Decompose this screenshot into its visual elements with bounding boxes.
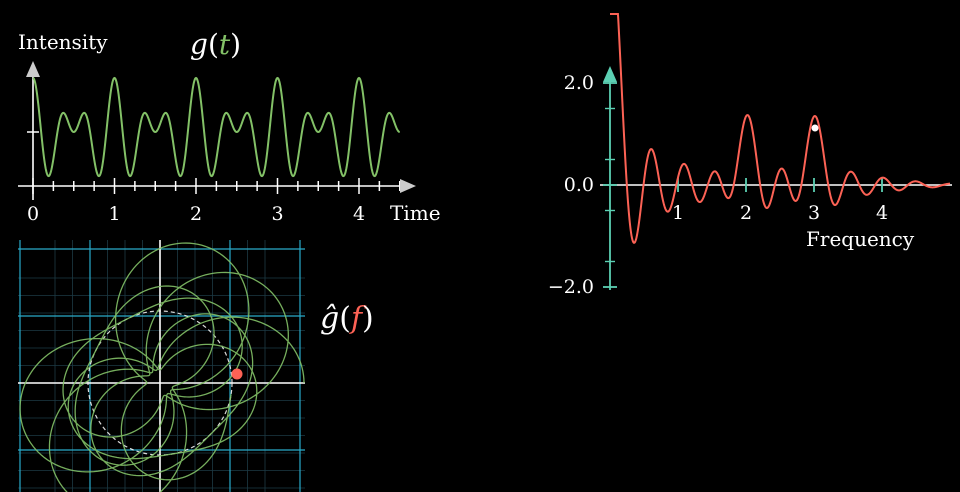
signal-tick-label: 4 [353, 203, 365, 225]
spectrum-x-tick-label: 2 [740, 202, 752, 224]
time-axis-label: Time [390, 201, 441, 225]
frequency-axis-label: Frequency [806, 227, 915, 251]
signal-panel: 0 1 2 3 4 Intensity g(t) Time [18, 28, 441, 225]
ghat-paren-open: ( [339, 301, 351, 336]
ghat-of-f-title: ĝ(f) [320, 301, 374, 336]
g-symbol: g [190, 28, 208, 61]
signal-curve [32, 76, 400, 178]
spectrum-panel: 2.0 0.0 −2.0 1 2 3 4 Frequency [548, 13, 952, 298]
signal-tick-label: 1 [108, 203, 120, 225]
spectrum-y-tick-label: 0.0 [564, 174, 594, 196]
signal-x-arrow-icon [400, 179, 416, 193]
signal-tick-label: 0 [27, 203, 39, 225]
g-paren-close: ) [230, 28, 241, 61]
winding-center-of-mass-dot [231, 368, 243, 380]
signal-tick-label: 3 [271, 203, 283, 225]
spectrum-marker-dot [811, 124, 819, 132]
winding-curve [19, 242, 305, 492]
signal-y-arrow-icon [26, 61, 40, 77]
spectrum-x-tick-label: 3 [808, 202, 820, 224]
winding-grid [18, 240, 305, 492]
spectrum-y-tick-label: 2.0 [564, 72, 594, 94]
ghat-symbol: ĝ [320, 301, 339, 336]
winding-panel: ĝ(f) [18, 240, 374, 492]
spectrum-y-tick-label: −2.0 [548, 276, 594, 298]
spectrum-curve [610, 13, 951, 244]
g-paren-open: ( [208, 28, 219, 61]
g-of-t-title: g(t) [190, 28, 241, 61]
intensity-label: Intensity [18, 30, 108, 54]
t-symbol: t [219, 28, 231, 61]
signal-tick-label: 2 [190, 203, 202, 225]
spectrum-ticks: 2.0 0.0 −2.0 1 2 3 4 [548, 72, 888, 298]
spectrum-x-tick-label: 4 [876, 202, 888, 224]
ghat-paren-close: ) [362, 301, 374, 336]
winding-unit-circle [87, 310, 233, 456]
spectrum-x-tick-label: 1 [672, 202, 684, 224]
spectrum-y-arrow-icon [603, 66, 617, 82]
